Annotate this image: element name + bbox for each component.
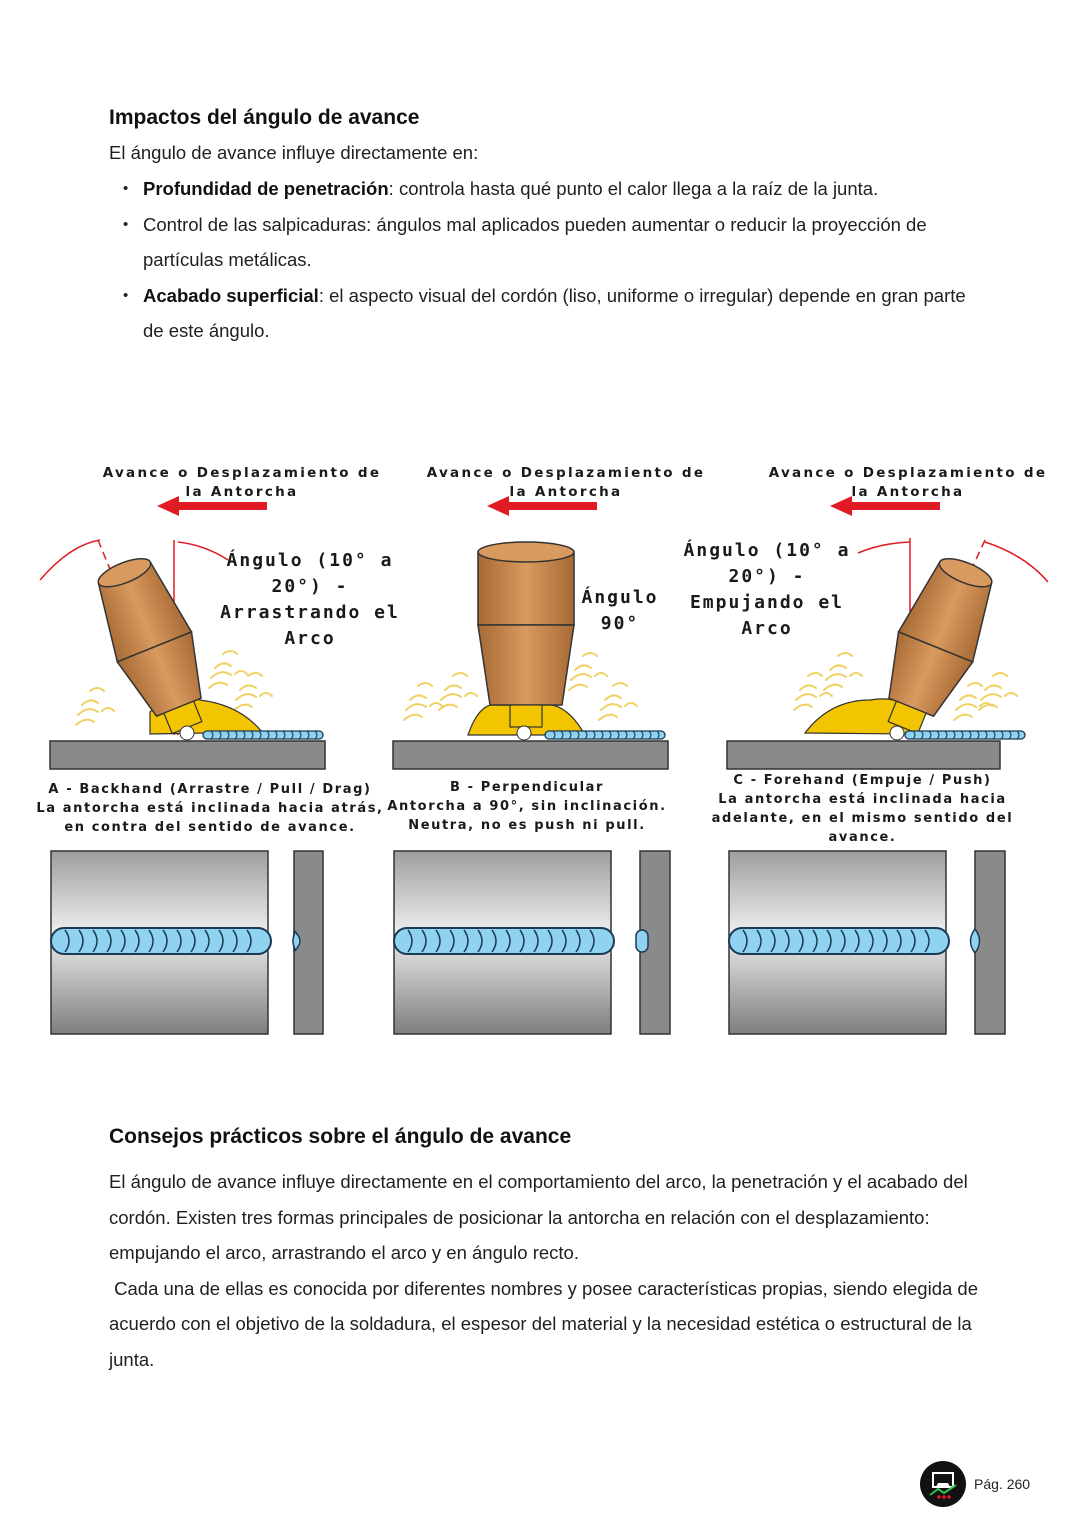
caption-b: B - Perpendicular Antorcha a 90°, sin in…: [386, 778, 668, 835]
angle-label-a: Ángulo (10° a 20°) - Arrastrando el Arco: [220, 550, 400, 649]
torch-backhand-icon: [39, 539, 326, 770]
list-item: Acabado superficial: el aspecto visual d…: [109, 278, 989, 349]
list-item: Control de las salpicaduras: ángulos mal…: [109, 207, 989, 278]
tips-paragraph-2: Cada una de ellas es conocida por difere…: [109, 1277, 984, 1370]
tips-paragraph-1: El ángulo de avance influye directamente…: [109, 1171, 968, 1263]
travel-label-c: Avance o Desplazamiento de la Antorcha: [768, 465, 1048, 500]
page-footer: Pág. 260: [920, 1461, 1060, 1509]
caption-title: C - Forehand (Empuje / Push): [733, 773, 992, 788]
caption-title: B - Perpendicular: [449, 780, 605, 795]
impacts-list: Profundidad de penetración: controla has…: [109, 171, 989, 349]
section-title-tips: Consejos prácticos sobre el ángulo de av…: [109, 1125, 572, 1148]
travel-label-a: Avance o Desplazamiento de la Antorcha: [102, 465, 382, 500]
welding-angle-illustration: [39, 496, 1049, 1035]
bead-plate-b: [393, 850, 671, 1035]
caption-a: A - Backhand (Arrastre / Pull / Drag) La…: [30, 780, 390, 837]
bead-plate-c: [728, 850, 1006, 1035]
caption-text: La antorcha está inclinada hacia adelant…: [711, 792, 1014, 845]
brand-logo-icon: [920, 1461, 966, 1507]
caption-text: Antorcha a 90°, sin inclinación. Neutra,…: [387, 799, 667, 833]
tips-paragraph: El ángulo de avance influye directamente…: [109, 1164, 989, 1377]
page-number: Pág. 260: [974, 1476, 1031, 1492]
angle-label-c: Ángulo (10° a 20°) - Empujando el Arco: [683, 540, 851, 639]
caption-title: A - Backhand (Arrastre / Pull / Drag): [48, 782, 372, 797]
section-title-impacts: Impactos del ángulo de avance: [109, 106, 420, 129]
angle-label-b: Ángulo 90°: [581, 587, 659, 634]
section-intro: El ángulo de avance influye directamente…: [109, 142, 479, 163]
travel-label-b: Avance o Desplazamiento de la Antorcha: [426, 465, 706, 500]
torch-forehand-icon: [726, 538, 1049, 770]
caption-text: La antorcha está inclinada hacia atrás, …: [36, 801, 384, 835]
list-item: Profundidad de penetración: controla has…: [109, 171, 989, 207]
torch-perpendicular-icon: [392, 541, 669, 770]
caption-c: C - Forehand (Empuje / Push) La antorcha…: [710, 771, 1015, 847]
bead-plate-a: [50, 850, 324, 1035]
